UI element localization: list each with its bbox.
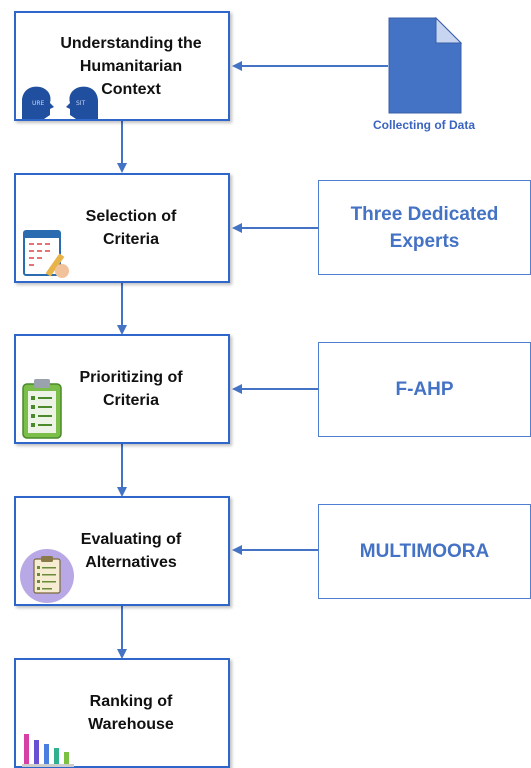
step-label: Ranking of Warehouse (88, 693, 174, 733)
checklist-pencil-icon (23, 230, 69, 278)
svg-text:SIT: SIT (76, 100, 86, 107)
step-evaluating-alternatives: Evaluating of Alternatives (14, 496, 230, 606)
clipboard-icon (22, 379, 62, 439)
document-icon (388, 17, 462, 114)
step-ranking-warehouse: Ranking of Warehouse (14, 658, 230, 768)
step-understanding-context: URE SIT Understanding the Humanitarian C… (14, 11, 230, 121)
step-prioritizing-criteria: Prioritizing of Criteria (14, 334, 230, 444)
heads-icon: URE SIT (22, 86, 98, 119)
step-label: Understanding the Humanitarian Context (60, 34, 202, 98)
step-label: Evaluating of Alternatives (80, 531, 182, 571)
svg-text:URE: URE (32, 100, 45, 107)
experts-box: Three Dedicated Experts (318, 180, 531, 275)
step-selection-criteria: Selection of Criteria (14, 173, 230, 283)
data-source-label: Collecting of Data (372, 118, 475, 132)
multimoora-box: MULTIMOORA (318, 504, 531, 599)
step-label: Selection of Criteria (85, 208, 177, 248)
fahp-box: F-AHP (318, 342, 531, 437)
step-label: Prioritizing of Criteria (79, 369, 183, 409)
survey-icon (20, 549, 74, 603)
